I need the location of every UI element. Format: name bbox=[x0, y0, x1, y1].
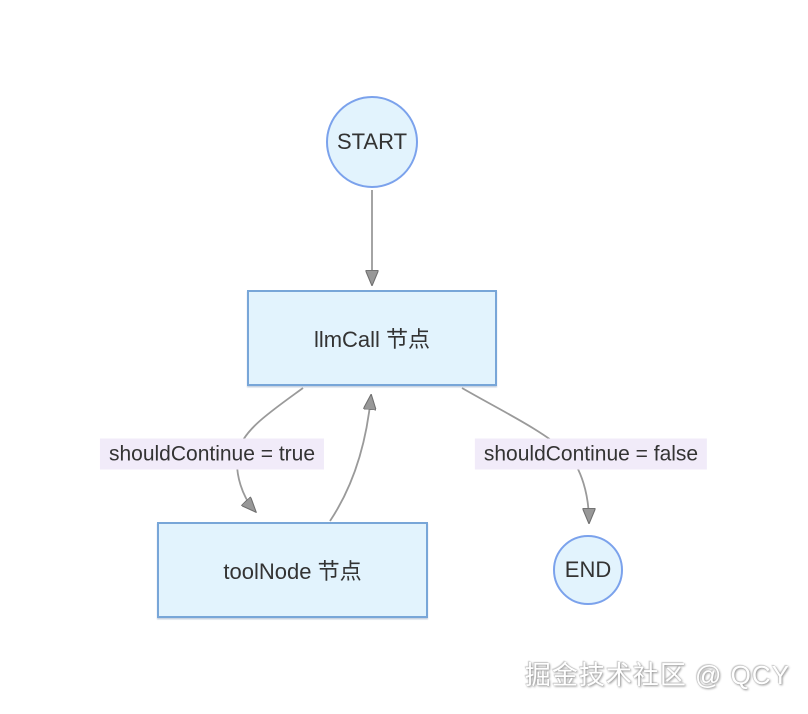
node-start-label: START bbox=[336, 129, 408, 154]
node-toolnode-label: toolNode 节点 bbox=[223, 559, 362, 584]
node-start: START bbox=[326, 96, 418, 188]
node-end: END bbox=[553, 535, 623, 605]
node-llmcall-label: llmCall 节点 bbox=[313, 327, 431, 352]
node-toolnode: toolNode 节点 bbox=[157, 522, 428, 618]
edge-label-false-branch: shouldContinue = false bbox=[474, 438, 708, 470]
edge-toolnode-to-llmcall bbox=[329, 396, 371, 522]
node-end-label: END bbox=[564, 557, 612, 582]
watermark: 掘金技术社区 @ QCY bbox=[524, 660, 790, 690]
node-llmcall: llmCall 节点 bbox=[247, 290, 497, 386]
edge-label-true-branch: shouldContinue = true bbox=[99, 438, 325, 470]
